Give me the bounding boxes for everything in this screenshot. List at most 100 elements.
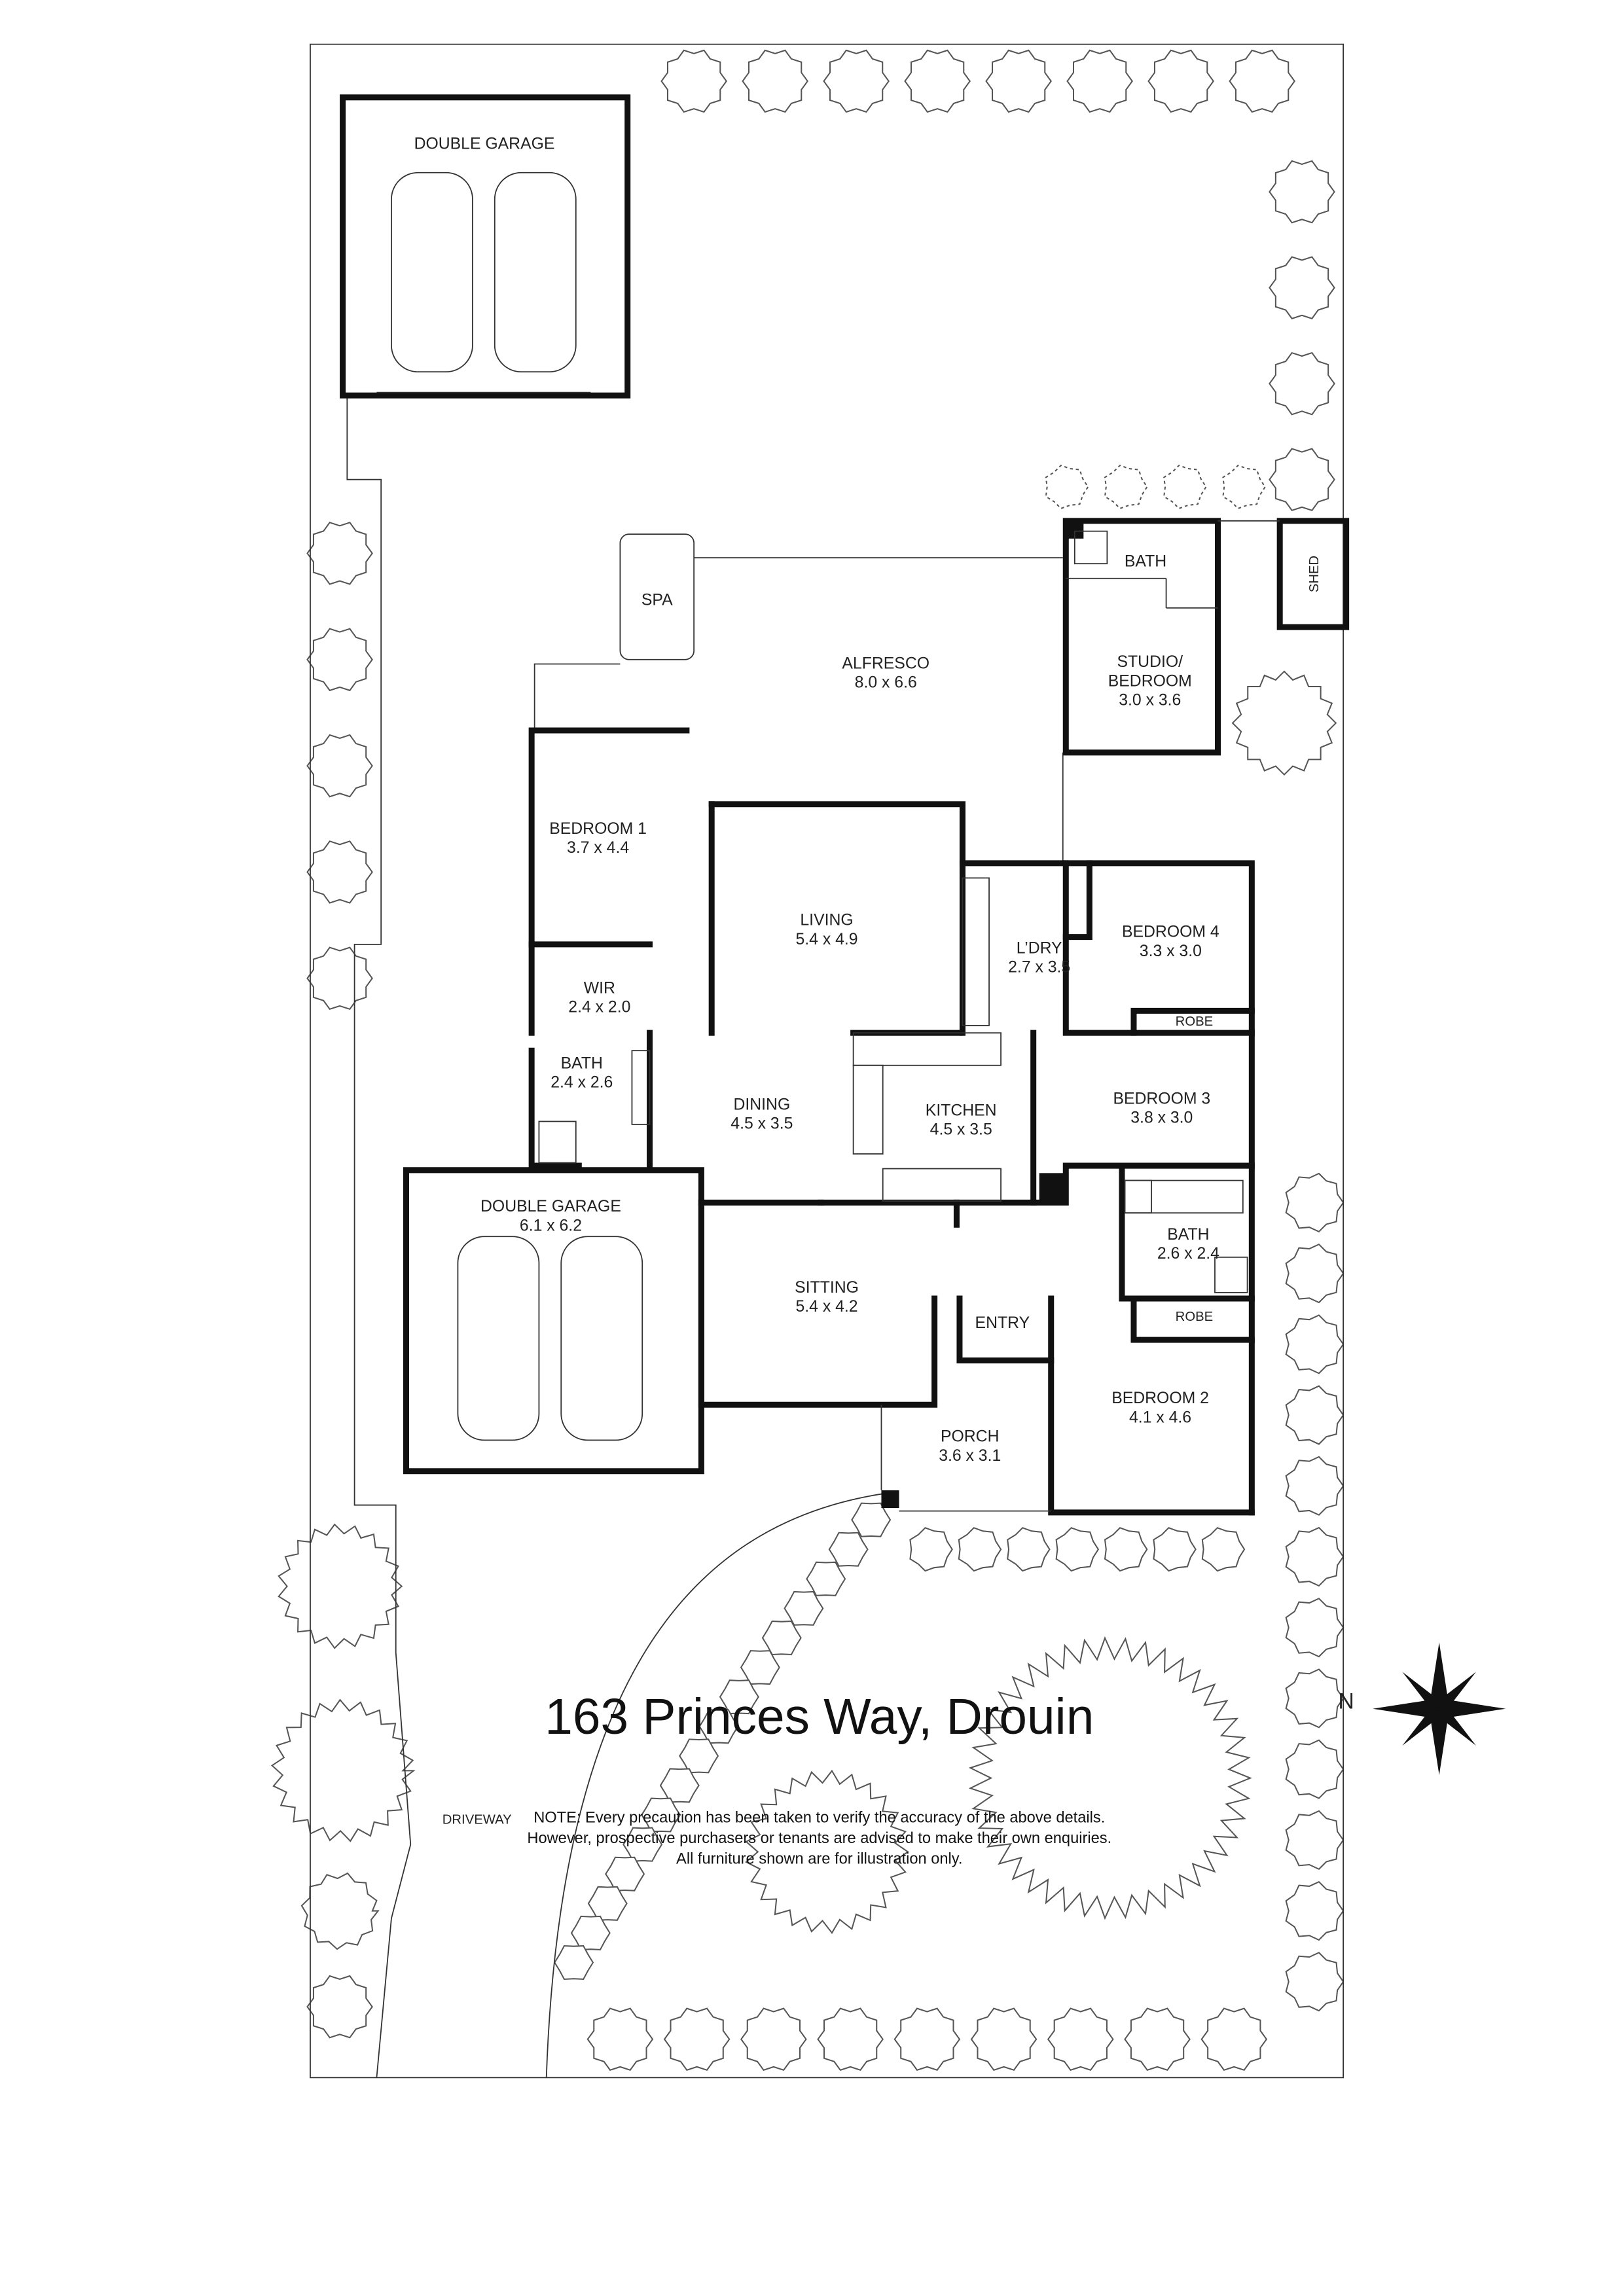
bath2-size: 2.6 x 2.4 [1157,1245,1219,1263]
tree-icon [1007,1527,1051,1572]
tree-icon [740,2007,807,2072]
alfresco-label: ALFRESCO [842,655,929,672]
tree-icon [958,1527,1002,1572]
landscaping-trees [270,49,1344,2072]
tree-icon [828,1532,869,1567]
tree-icon [306,628,373,692]
tree-icon [1285,1456,1344,1516]
tree-icon [851,1502,892,1537]
tree-icon [817,2007,884,2072]
shed [1276,518,1350,630]
spa-label: SPA [641,591,673,609]
tree-icon [1045,464,1089,510]
tree-icon [659,1768,700,1803]
bedroom1-label: BEDROOM 1 [549,820,647,838]
bath1-size: 2.4 x 2.6 [550,1074,613,1092]
tree-icon [1285,1244,1344,1304]
note-line-2: However, prospective purchasers or tenan… [527,1830,1111,1847]
bedroom3-size: 3.8 x 3.0 [1130,1109,1193,1127]
tree-icon [761,1620,802,1656]
tree-icon [1285,1172,1344,1233]
porch-size: 3.6 x 3.1 [939,1447,1001,1465]
front-garage-size: 6.1 x 6.2 [520,1217,582,1234]
sitting-label: SITTING [795,1279,859,1297]
laundry-size: 2.7 x 3.5 [1008,959,1070,977]
bedroom4-size: 3.3 x 3.0 [1140,942,1202,960]
address-title: 163 Princes Way, Drouin [545,1689,1094,1745]
bath1-label: BATH [561,1054,603,1072]
living-label: LIVING [800,912,853,929]
lot-boundary [310,43,1344,2079]
tree-icon [554,1945,594,1981]
tree-icon [893,2007,961,2072]
tree-icon [1104,464,1148,510]
tree-icon [1285,1952,1344,2012]
tree-icon [623,1827,663,1862]
tree-icon [823,49,890,113]
tree-icon [1047,2007,1114,2072]
tree-icon [1269,351,1335,416]
tree-icon [719,1679,759,1715]
tree-icon [1231,670,1337,776]
dining-size: 4.5 x 3.5 [731,1115,793,1133]
tree-icon [806,1561,846,1596]
shed-label: SHED [1307,556,1322,592]
north-label: N [1338,1689,1354,1714]
tree-icon [278,1523,403,1649]
robe2-label: ROBE [1176,1310,1213,1324]
tree-icon [306,946,373,1011]
tree-icon [745,1769,909,1934]
laundry-label: L’DRY [1017,939,1062,957]
robe4-label: ROBE [1176,1014,1213,1029]
tree-icon [698,1709,739,1744]
sitting-size: 5.4 x 4.2 [796,1298,858,1316]
tree-icon [742,49,808,113]
rear-garage [340,94,631,399]
wir-size: 2.4 x 2.0 [568,999,630,1016]
tree-icon [1222,464,1266,510]
tree-icon [660,49,727,113]
tree-icon [1285,1810,1344,1870]
living-size: 5.4 x 4.9 [796,931,858,948]
tree-icon [1104,1527,1148,1572]
driveway-label: DRIVEWAY [442,1813,512,1827]
studio [1062,518,1221,756]
front-garage-label: DOUBLE GARAGE [480,1198,621,1215]
kitchen-label: KITCHEN [926,1102,997,1119]
bedroom3-label: BEDROOM 3 [1113,1090,1210,1107]
studio-bath-label: BATH [1125,553,1166,571]
tree-icon [605,1856,645,1892]
entry-label: ENTRY [975,1314,1030,1332]
wir-label: WIR [584,979,615,997]
tree-icon [740,1650,780,1685]
tree-icon [985,49,1052,113]
rear-garage-label: DOUBLE GARAGE [414,135,555,153]
tree-icon [970,2007,1038,2072]
tree-icon [306,734,373,798]
alfresco-size: 8.0 x 6.6 [855,674,917,692]
tree-icon [306,1975,373,2039]
room-labels: DOUBLE GARAGE SPA ALFRESCO 8.0 x 6.6 BAT… [414,135,1322,1827]
tree-icon [1055,1527,1100,1572]
bedroom1-size: 3.7 x 4.4 [567,839,629,857]
tree-icon [1200,2007,1268,2072]
tree-icon [968,1636,1252,1920]
tree-icon [1124,2007,1191,2072]
porch-label: PORCH [941,1428,1000,1446]
deck-edge [533,663,621,730]
tree-icon [1269,448,1335,512]
bedroom4-label: BEDROOM 4 [1122,924,1219,941]
tree-icon [1269,256,1335,319]
tree-icon [300,1872,380,1950]
kitchen-size: 4.5 x 3.5 [930,1121,992,1139]
tree-icon [1285,1385,1344,1445]
tree-icon [1201,1527,1246,1572]
tree-icon [1285,1314,1344,1374]
compass-rose-icon [1373,1642,1506,1776]
driveway-edge [346,395,412,2078]
tree-icon [663,2007,731,2072]
tree-icon [1269,160,1335,224]
tree-icon [641,1797,681,1833]
tree-icon [1285,1598,1344,1658]
